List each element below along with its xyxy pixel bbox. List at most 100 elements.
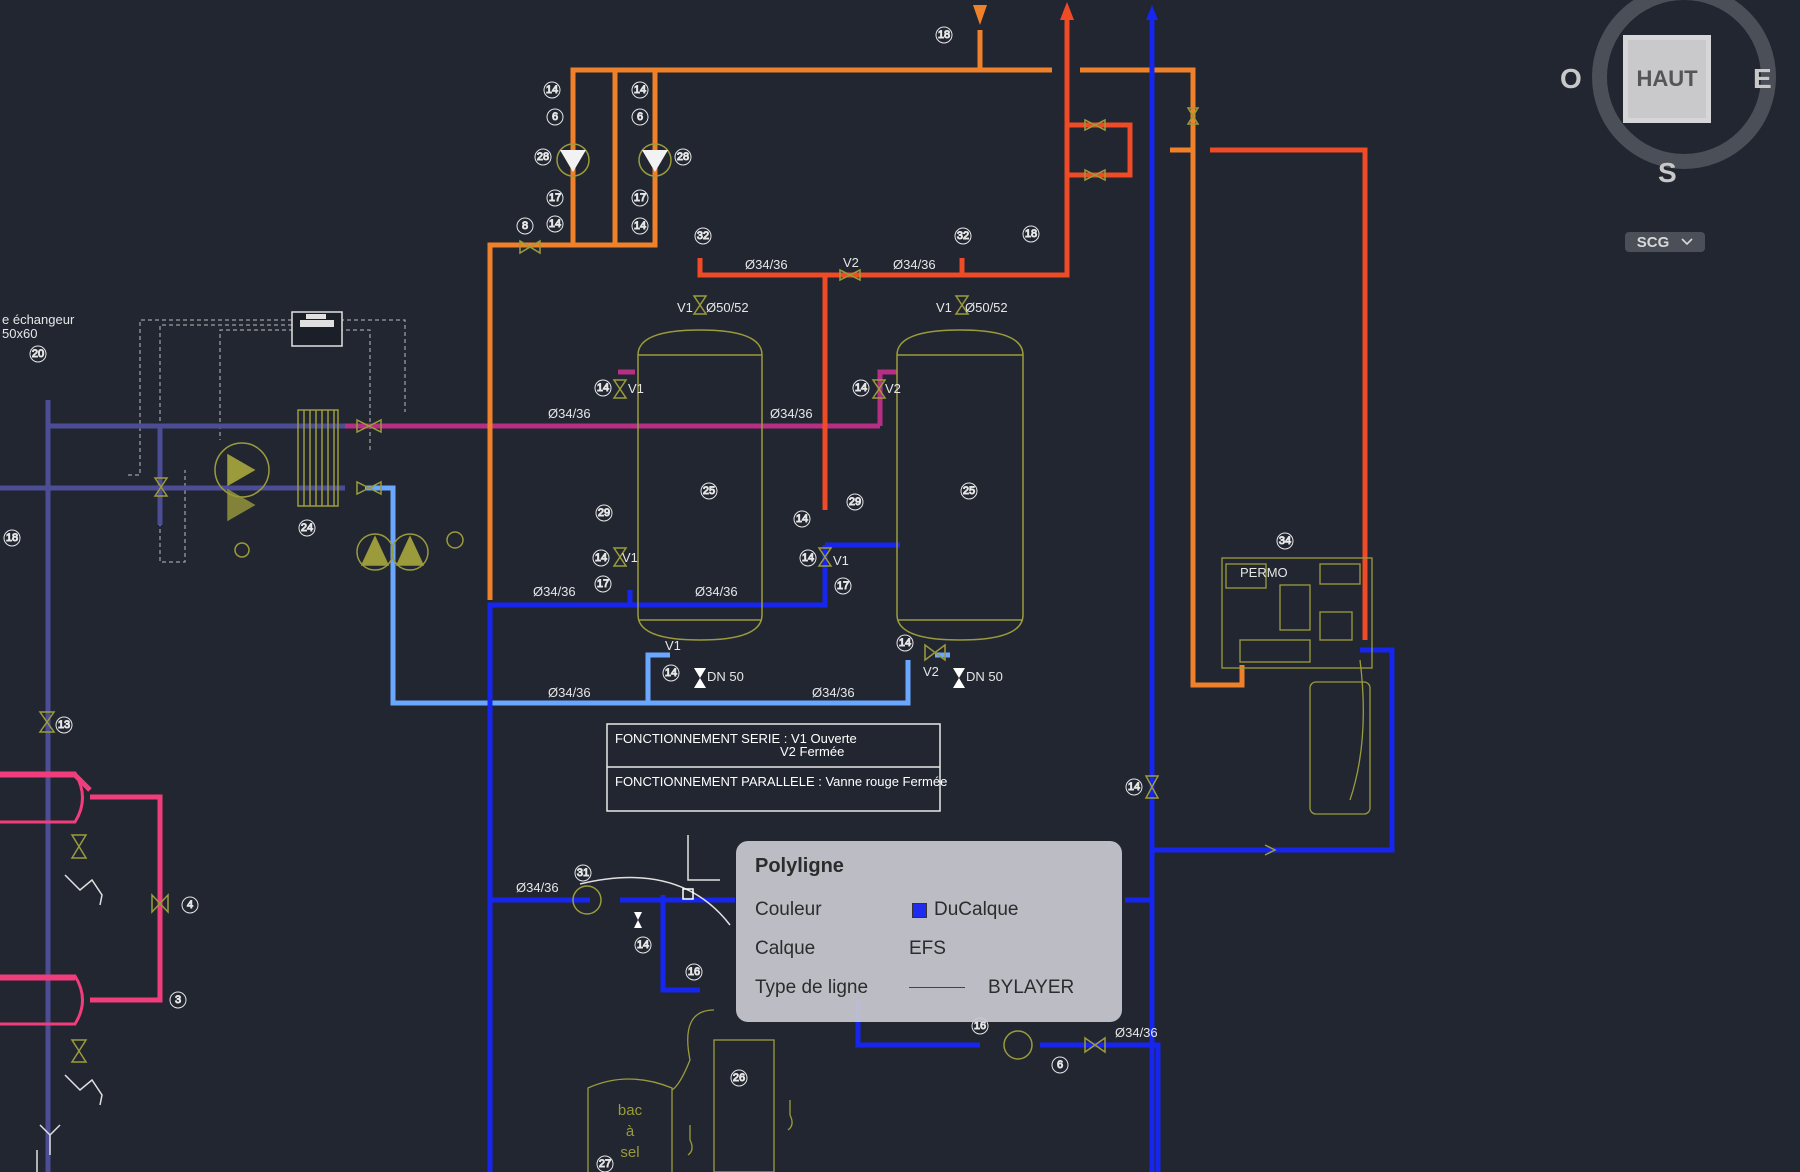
dim-label: Ø34/36 [893, 257, 936, 272]
marker: 28 [534, 148, 552, 166]
valve-label: V1 [936, 300, 952, 315]
double-pump-left[interactable] [214, 442, 270, 558]
heat-exchanger[interactable] [297, 409, 339, 507]
marker: 13 [55, 716, 73, 734]
chevron-down-icon [1681, 238, 1693, 246]
brine-tank[interactable] [587, 1009, 793, 1172]
valve-label: V1 [665, 638, 681, 653]
layer-value: EFS [909, 938, 946, 959]
water-softener-unit[interactable] [1221, 557, 1373, 815]
item-markers: 14 14 6 6 28 28 17 17 14 14 8 32 32 18 1… [3, 26, 1294, 1172]
blue-pipes[interactable] [487, 5, 1395, 1172]
marker: 18 [3, 529, 21, 547]
ucs-dropdown[interactable]: SCG [1625, 232, 1705, 252]
marker: 14 [634, 936, 652, 954]
note-parallele: FONCTIONNEMENT PARALLELE : Vanne rouge F… [615, 774, 947, 789]
controller-box[interactable] [291, 311, 343, 347]
svg-text:29: 29 [849, 496, 861, 508]
magenta-pipe[interactable] [345, 369, 897, 429]
marker: 14 [594, 379, 612, 397]
tank-left[interactable] [637, 329, 763, 641]
svg-text:24: 24 [301, 522, 313, 534]
viewcube[interactable]: HAUT O E S [1560, 0, 1785, 200]
marker: 17 [834, 577, 852, 595]
pipe-labels: Ø34/36 Ø34/36 Ø34/36 Ø34/36 Ø34/36 Ø34/3… [2, 255, 1288, 1161]
operation-notes: FONCTIONNEMENT SERIE : V1 Ouverte V2 Fer… [606, 723, 947, 812]
compass-east[interactable]: E [1753, 63, 1772, 94]
viewcube-top-face[interactable]: HAUT [1623, 35, 1711, 123]
marker: 24 [298, 519, 316, 537]
blue-circulators[interactable] [572, 885, 1033, 1060]
marker: 34 [1276, 532, 1294, 550]
dim-label: Ø34/36 [1115, 1025, 1158, 1040]
valve-label: V2 [843, 255, 859, 270]
symbols-misc [36, 835, 731, 1172]
marker: 14 [631, 81, 649, 99]
svg-text:14: 14 [634, 220, 646, 232]
marker: 6 [631, 108, 649, 126]
color-label: Couleur [755, 899, 822, 920]
drain-valves[interactable] [634, 668, 965, 928]
tooltip-title: Polyligne [755, 855, 844, 877]
marker: 28 [674, 148, 692, 166]
note-serie-line2: V2 Fermée [780, 744, 844, 759]
valve-label: V2 [885, 381, 901, 396]
svg-text:6: 6 [637, 111, 643, 123]
permo-label: PERMO [1240, 565, 1288, 580]
svg-text:16: 16 [688, 966, 700, 978]
pump-top-right[interactable] [638, 143, 672, 177]
dim-label: Ø34/36 [745, 257, 788, 272]
dim-label: Ø34/36 [770, 406, 813, 421]
double-pump-center[interactable] [356, 531, 464, 571]
svg-text:14: 14 [1128, 781, 1140, 793]
svg-text:17: 17 [597, 578, 609, 590]
tank-right[interactable] [896, 329, 1024, 641]
marker: 14 [546, 215, 564, 233]
marker: 6 [1051, 1056, 1069, 1074]
svg-text:8: 8 [522, 220, 528, 232]
marker: 14 [799, 549, 817, 567]
marker: 27 [596, 1155, 614, 1172]
drain-label: DN 50 [707, 669, 744, 684]
svg-text:17: 17 [549, 192, 561, 204]
svg-text:14: 14 [802, 552, 814, 564]
marker: 8 [516, 217, 534, 235]
red-pipes[interactable] [697, 2, 1368, 640]
marker: 16 [685, 963, 703, 981]
marker: 18 [935, 26, 953, 44]
light-blue-pipes[interactable] [365, 485, 950, 706]
valve-label: V1 [677, 300, 693, 315]
color-swatch [912, 903, 927, 918]
svg-text:18: 18 [6, 532, 18, 544]
svg-text:27: 27 [599, 1158, 611, 1170]
svg-text:18: 18 [1025, 228, 1037, 240]
marker: 18 [1022, 225, 1040, 243]
dim-label: Ø34/36 [695, 584, 738, 599]
exchanger-label: e échangeur [2, 312, 75, 327]
valve-label: V1 [628, 381, 644, 396]
valves[interactable] [38, 107, 1277, 1063]
marker: 25 [960, 482, 978, 500]
compass-west[interactable]: O [1560, 63, 1582, 94]
dim-label-large: Ø50/52 [965, 300, 1008, 315]
compass-south[interactable]: S [1658, 157, 1677, 188]
orange-pipes[interactable] [487, 30, 1245, 688]
layer-label: Calque [755, 938, 816, 959]
pink-pipes[interactable] [0, 771, 163, 1026]
valve-label: V1 [622, 550, 638, 565]
marker: 14 [662, 664, 680, 682]
svg-text:14: 14 [597, 382, 609, 394]
dim-label: Ø34/36 [533, 584, 576, 599]
cursor-pickbox[interactable] [682, 888, 694, 900]
svg-text:20: 20 [32, 348, 44, 360]
marker: 32 [694, 227, 712, 245]
marker: 3 [169, 991, 187, 1009]
purple-pipes[interactable] [0, 400, 345, 1172]
svg-text:28: 28 [677, 151, 689, 163]
svg-text:17: 17 [837, 580, 849, 592]
marker: 6 [546, 108, 564, 126]
valve-label: V1 [833, 553, 849, 568]
pump-top-left[interactable] [556, 143, 590, 177]
svg-text:14: 14 [796, 513, 808, 525]
